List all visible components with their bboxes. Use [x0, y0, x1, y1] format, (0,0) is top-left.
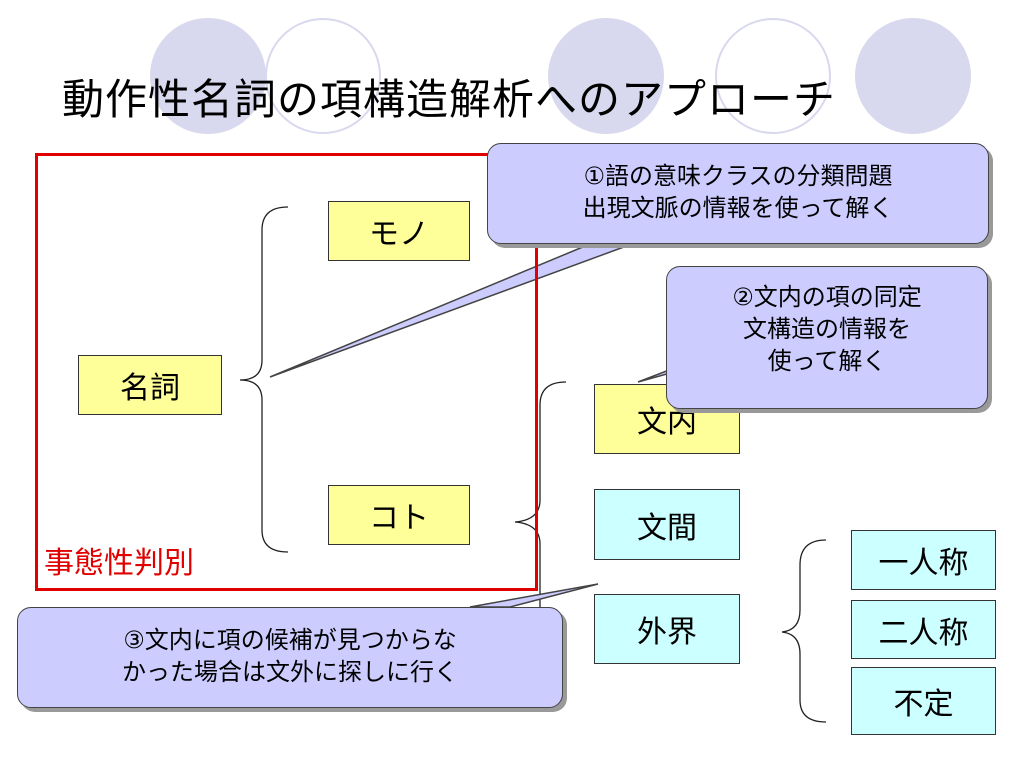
- node-undetermined: 不定: [851, 667, 996, 735]
- decor-circle-5: [855, 18, 971, 134]
- callout-1-line-2: 出現文脈の情報を使って解く: [582, 194, 894, 222]
- callout-3-line-2: かった場合は文外に探しに行く: [122, 658, 458, 686]
- event-classification-frame: [35, 153, 538, 591]
- callout-2-line-3: 使って解く: [767, 347, 887, 375]
- decor-circle-4: [715, 18, 831, 134]
- decor-circle-2: [265, 18, 381, 134]
- node-between-sentence: 文間: [594, 489, 740, 560]
- callout-1: ①語の意味クラスの分類問題 出現文脈の情報を使って解く: [487, 143, 989, 244]
- callout-2: ②文内の項の同定 文構造の情報を 使って解く: [666, 266, 988, 409]
- node-mono: モノ: [328, 201, 470, 261]
- node-second-person: 二人称: [851, 600, 996, 659]
- brace-noun: [239, 206, 289, 553]
- brace-outside: [781, 539, 827, 723]
- callout-2-line-1: ②文内の項の同定: [732, 283, 922, 311]
- callout-1-line-1: ①語の意味クラスの分類問題: [583, 162, 893, 190]
- decor-circle-3: [548, 18, 664, 134]
- node-koto: コト: [328, 485, 470, 545]
- event-classification-label: 事態性判別: [44, 546, 194, 581]
- callout1-tail: [269, 243, 633, 378]
- node-outside: 外界: [594, 594, 740, 664]
- callout-3-line-1: ③文内に項の候補が見つからな: [123, 626, 457, 654]
- node-noun: 名詞: [78, 355, 222, 415]
- decor-circle-1: [150, 18, 266, 134]
- page-title: 動作性名詞の項構造解析へのアプローチ: [62, 75, 837, 124]
- node-first-person: 一人称: [851, 530, 996, 590]
- callout-3: ③文内に項の候補が見つからな かった場合は文外に探しに行く: [17, 607, 563, 708]
- callout-2-line-2: 文構造の情報を: [743, 315, 911, 343]
